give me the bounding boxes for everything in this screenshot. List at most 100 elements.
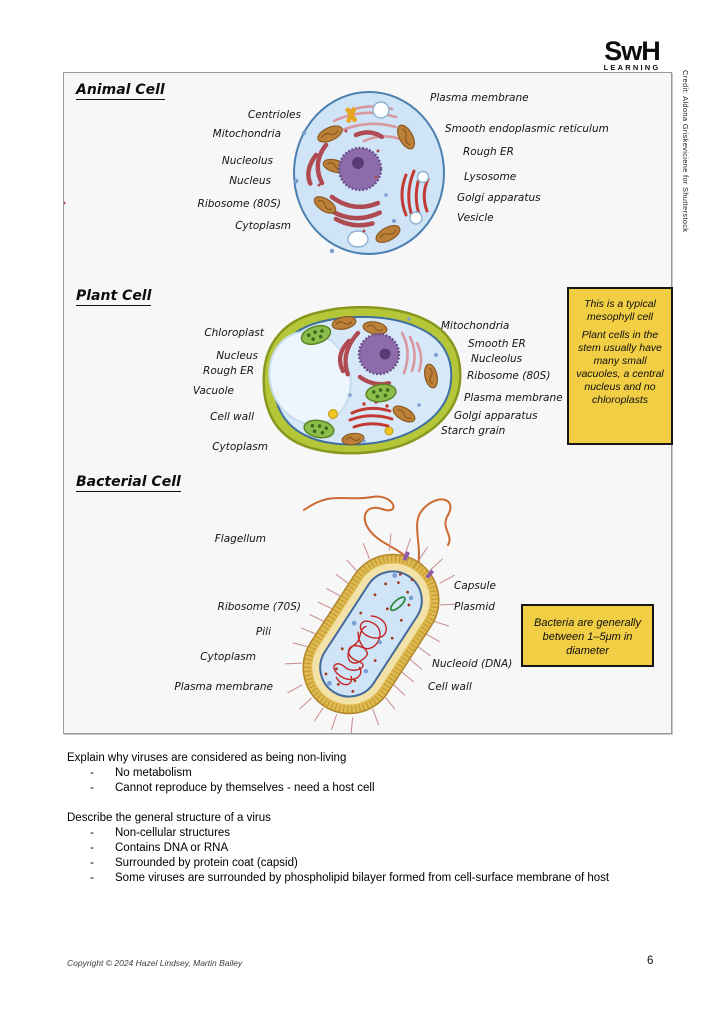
bullet-text: Some viruses are surrounded by phospholi… (115, 872, 610, 884)
page-number: 6 (647, 955, 654, 967)
plant-golgi (348, 406, 394, 429)
label-vesicle: Vesicle (457, 212, 494, 224)
blank-line (67, 796, 657, 811)
bullet-dash: - (90, 767, 94, 779)
plant-callout-line2: Plant cells in the stem usually have man… (576, 329, 664, 406)
question-viruses-nonliving: Explain why viruses are considered as be… (67, 752, 347, 764)
copyright-notice: Copyright © 2024 Hazel Lindsey, Martin B… (67, 958, 243, 968)
label-bacterial-plasma-membrane: Plasma membrane (174, 681, 273, 693)
plant-smooth-er (400, 331, 423, 375)
list-item: - Cannot reproduce by themselves - need … (67, 781, 657, 796)
capsule-striations (304, 555, 438, 713)
pili (284, 533, 458, 733)
label-capsule: Capsule (454, 580, 496, 592)
label-plant-plasma-membrane: Plasma membrane (464, 392, 563, 404)
label-pili: Pili (256, 626, 271, 638)
label-plant-rough-er: Rough ER (203, 365, 254, 377)
bullet-text: Contains DNA or RNA (115, 842, 229, 854)
list-item: - Non-cellular structures (67, 826, 657, 841)
bacterial-cell-diagram: Flagellum Ribosome (70S) Pili Cytoplasm … (174, 495, 512, 733)
label-plant-ribosome: Ribosome (80S) (467, 370, 550, 382)
label-ribosome-70s: Ribosome (70S) (218, 601, 301, 613)
plant-dots (348, 317, 438, 443)
label-plant-mitochondria: Mitochondria (441, 320, 509, 332)
chloroplasts (300, 324, 397, 439)
label-smooth-er: Smooth endoplasmic reticulum (445, 123, 609, 135)
bacterium-body (284, 533, 458, 733)
bullet-text: Non-cellular structures (115, 827, 231, 839)
logo-title: SwH (604, 36, 661, 66)
label-cell-wall: Cell wall (210, 411, 254, 423)
label-plasma-membrane: Plasma membrane (430, 92, 529, 104)
label-nucleoid: Nucleoid (DNA) (432, 658, 512, 670)
bullet-dash: - (90, 872, 94, 884)
plasmid (389, 596, 406, 612)
plant-mitochondria (331, 316, 438, 446)
starch-grains (328, 409, 394, 436)
image-credit: Credit: Aldona Griskeviciene for Shutter… (681, 70, 690, 233)
plant-nucleus (357, 332, 401, 376)
label-plant-golgi: Golgi apparatus (454, 410, 538, 422)
plant-cell-heading: Plant Cell (76, 288, 152, 306)
swh-learning-logo: SwH LEARNING (594, 36, 670, 73)
bacterial-cell-heading: Bacterial Cell (76, 474, 181, 492)
bullet-dash: - (90, 782, 94, 794)
bullet-text: No metabolism (115, 767, 192, 779)
label-plant-nucleolus: Nucleolus (471, 353, 523, 365)
centriole (344, 106, 358, 124)
cytoplasm-dots (293, 130, 396, 254)
ribosome-dots (64, 129, 380, 233)
label-vacuole: Vacuole (193, 385, 234, 397)
flagellar-motor (402, 551, 410, 562)
label-plant-cytoplasm: Cytoplasm (212, 441, 268, 453)
plant-callout-line1: This is a typical mesophyll cell (584, 298, 656, 323)
plant-callout-box: This is a typical mesophyll cell Plant c… (567, 287, 673, 445)
ribosomes-70s (324, 572, 414, 693)
diagram-frame: Animal Cell Plant Cell Bacterial Cell (63, 72, 673, 734)
label-mitochondria: Mitochondria (213, 128, 281, 140)
label-bacterial-cell-wall: Cell wall (428, 681, 472, 693)
question-virus-structure: Describe the general structure of a viru… (67, 812, 271, 824)
flagella (303, 495, 452, 573)
plant-cell-diagram: Chloroplast Nucleus Rough ER Vacuole Cel… (193, 305, 563, 455)
animal-cell-heading: Animal Cell (76, 82, 165, 100)
nucleoid-dna (333, 615, 387, 686)
label-nucleus: Nucleus (229, 175, 271, 187)
label-centrioles: Centrioles (248, 109, 302, 121)
bullet-dash: - (90, 857, 94, 869)
label-lysosome: Lysosome (464, 171, 516, 183)
label-plant-smooth-er: Smooth ER (468, 338, 526, 350)
vesicles (347, 101, 430, 248)
label-cytoplasm: Cytoplasm (235, 220, 291, 232)
animal-cell-diagram: Centrioles Mitochondria Nucleolus Nucleu… (64, 91, 609, 255)
label-nucleolus: Nucleolus (222, 155, 274, 167)
label-ribosome-80s: Ribosome (80S) (198, 198, 281, 210)
cell-diagrams: Centrioles Mitochondria Nucleolus Nucleu… (64, 91, 609, 733)
nucleolus (352, 157, 364, 169)
bacteria-callout-text: Bacteria are generally between 1–5μm in … (533, 617, 641, 657)
label-chloroplast: Chloroplast (204, 327, 265, 339)
bacterial-plasma-membrane (319, 570, 423, 698)
label-flagellum: Flagellum (215, 533, 266, 545)
list-item: - Contains DNA or RNA (67, 841, 657, 856)
virus-notes: Explain why viruses are considered as be… (67, 751, 657, 886)
bacterial-blue-dots (327, 573, 414, 686)
logo-subtitle: LEARNING (603, 63, 661, 72)
rough-er (306, 130, 385, 228)
label-rough-er: Rough ER (463, 146, 514, 158)
bacteria-callout-box: Bacteria are generally between 1–5μm in … (521, 604, 654, 667)
label-plasmid: Plasmid (454, 601, 495, 613)
list-item: - No metabolism (67, 766, 657, 781)
label-golgi: Golgi apparatus (457, 192, 541, 204)
label-starch-grain: Starch grain (441, 425, 505, 437)
list-item: - Some viruses are surrounded by phospho… (67, 871, 657, 886)
label-plant-nucleus: Nucleus (216, 350, 258, 362)
flagellar-motor (425, 569, 435, 579)
plant-rough-er (337, 330, 393, 387)
plant-nucleolus (379, 348, 391, 360)
bullet-text: Surrounded by protein coat (capsid) (115, 857, 298, 869)
bullet-dash: - (90, 827, 94, 839)
nucleus (337, 146, 383, 192)
mitochondria (313, 124, 415, 243)
